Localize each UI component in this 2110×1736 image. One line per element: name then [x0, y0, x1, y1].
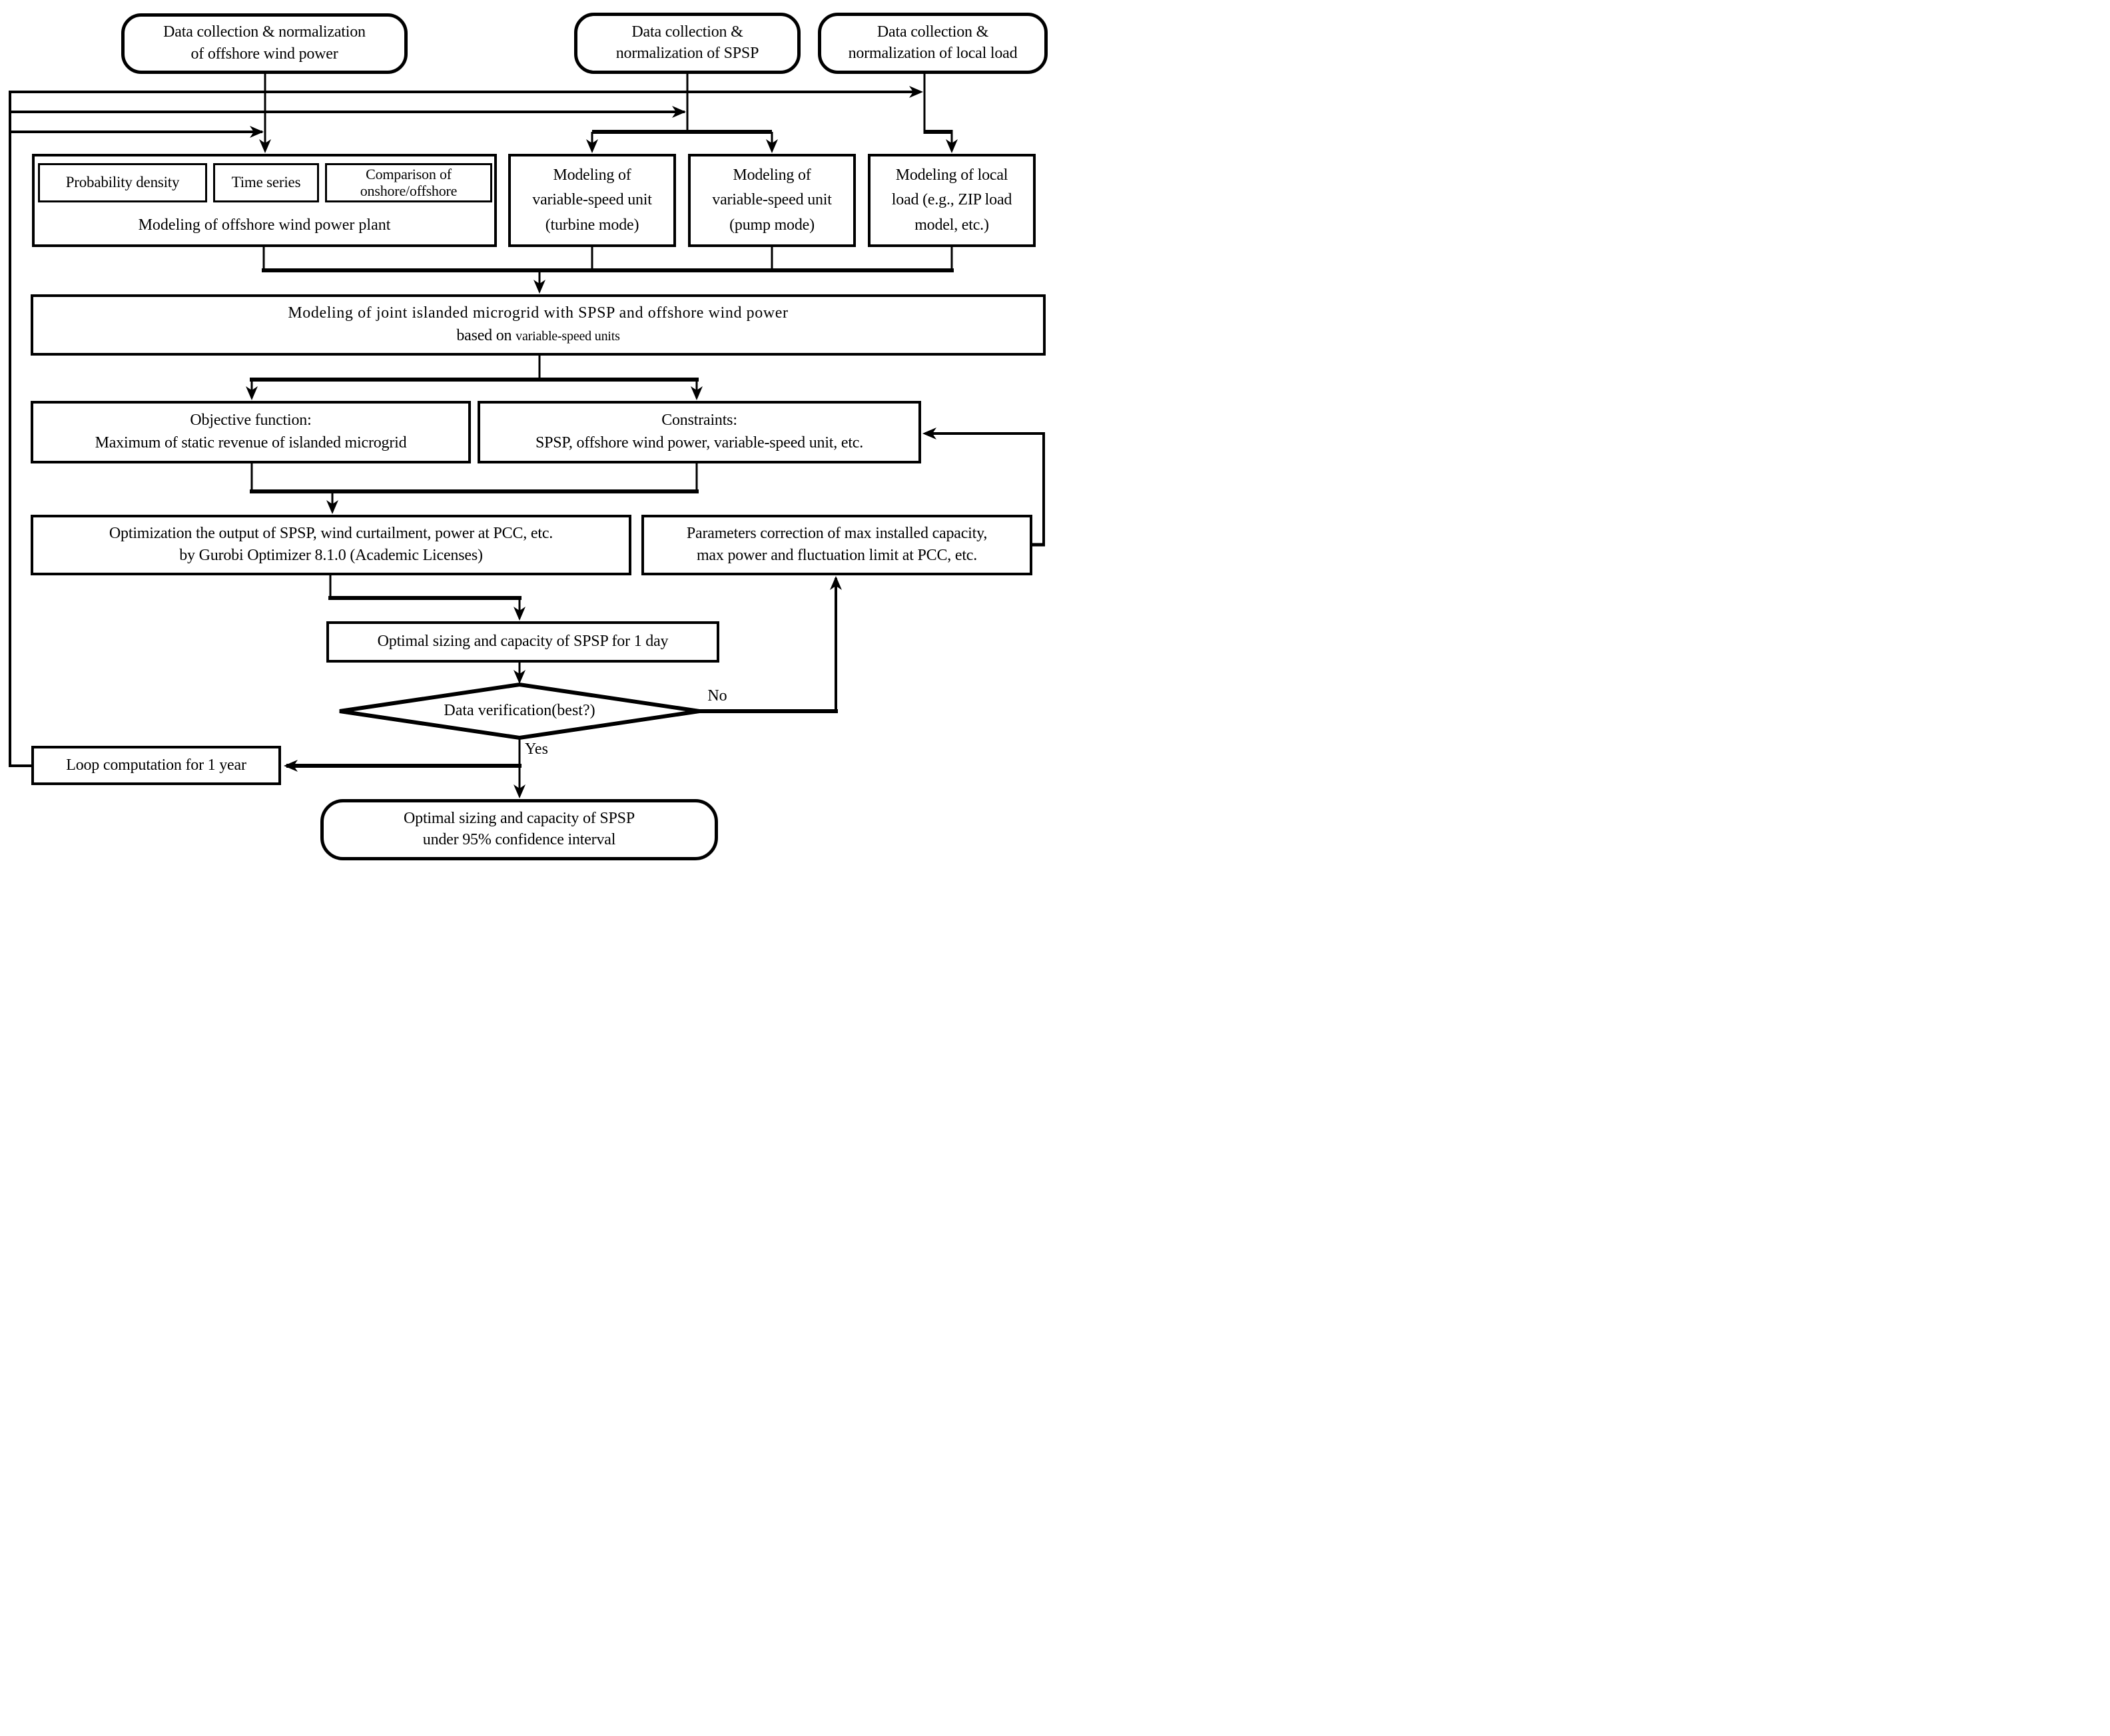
terminal-text: Data collection & — [631, 23, 743, 41]
box-text: Optimal sizing and capacity of SPSP for … — [377, 633, 669, 651]
arrowhead-no-parameters — [830, 576, 842, 590]
box-modeling-pump-mode: Modeling of variable-speed unit (pump mo… — [688, 154, 856, 247]
box-text: by Gurobi Optimizer 8.1.0 (Academic Lice… — [179, 547, 483, 565]
arrowhead-windplant — [259, 139, 271, 153]
box-constraints: Constraints: SPSP, offshore wind power, … — [478, 401, 921, 463]
terminal-data-offshore-wind: Data collection & normalization of offsh… — [121, 13, 408, 74]
box-text: Probability density — [65, 174, 180, 191]
arrowhead-joint — [533, 280, 545, 294]
flowchart-canvas: Data collection & normalization of offsh… — [0, 0, 1055, 868]
box-parameters-correction: Parameters correction of max installed c… — [641, 515, 1032, 575]
terminal-text: Data collection & — [877, 23, 989, 41]
terminal-text: of offshore wind power — [190, 45, 338, 63]
terminal-text: Data collection & normalization — [163, 23, 366, 41]
arrowhead-turbine — [586, 139, 598, 153]
box-probability-density: Probability density — [38, 163, 207, 202]
terminal-final-optimal-sizing: Optimal sizing and capacity of SPSP unde… — [320, 799, 718, 860]
box-text: Modeling of joint islanded microgrid wit… — [288, 304, 789, 322]
box-text: based on variable-speed units — [456, 327, 620, 345]
arrowhead-decision — [514, 670, 526, 684]
box-modeling-turbine-mode: Modeling of variable-speed unit (turbine… — [508, 154, 676, 247]
arrowhead-objective — [246, 386, 258, 400]
box-joint-microgrid-modeling: Modeling of joint islanded microgrid wit… — [31, 294, 1046, 356]
terminal-text: normalization of local load — [848, 45, 1018, 63]
box-time-series: Time series — [213, 163, 319, 202]
arrowhead-final — [514, 784, 526, 798]
arrowhead-local-load — [946, 139, 958, 153]
terminal-data-spsp: Data collection & normalization of SPSP — [574, 13, 801, 74]
decision-yes-label: Yes — [525, 740, 548, 758]
terminal-text: normalization of SPSP — [615, 45, 759, 63]
box-text: Time series — [231, 174, 301, 191]
arrowhead-pump — [766, 139, 778, 153]
box-text: max power and fluctuation limit at PCC, … — [696, 547, 978, 565]
arrowhead-to-local-load — [909, 86, 923, 98]
arrowhead-constraints — [691, 386, 703, 400]
box-modeling-local-load: Modeling of local load (e.g., ZIP load m… — [868, 154, 1036, 247]
box-text: Modeling of local load (e.g., ZIP load m… — [891, 166, 1012, 234]
box-text: SPSP, offshore wind power, variable-spee… — [535, 434, 864, 452]
flow-connectors — [9, 74, 1045, 798]
box-text: Modeling of variable-speed unit (pump mo… — [712, 166, 832, 234]
terminal-text: under 95% confidence interval — [422, 831, 616, 849]
box-optimization-gurobi: Optimization the output of SPSP, wind cu… — [31, 515, 631, 575]
box-text: Maximum of static revenue of islanded mi… — [95, 434, 407, 452]
label-modeling-offshore-wind-plant: Modeling of offshore wind power plant — [138, 216, 391, 234]
box-text: Constraints: — [661, 412, 737, 430]
arrowhead-feedback-constraints — [922, 428, 936, 439]
box-text: Loop computation for 1 year — [66, 756, 246, 774]
box-objective-function: Objective function: Maximum of static re… — [31, 401, 471, 463]
arrowhead-to-spsp — [672, 106, 686, 118]
box-text: Modeling of variable-speed unit (turbine… — [532, 166, 652, 234]
box-optimal-sizing-1-day: Optimal sizing and capacity of SPSP for … — [326, 621, 719, 663]
box-text: Optimization the output of SPSP, wind cu… — [109, 525, 553, 543]
arrowhead-loop — [284, 760, 298, 772]
decision-diamond-shape — [339, 682, 700, 740]
box-loop-computation: Loop computation for 1 year — [31, 746, 281, 785]
arrowhead-optimization — [326, 500, 338, 514]
terminal-data-local-load: Data collection & normalization of local… — [818, 13, 1048, 74]
box-comparison-onshore-offshore: Comparison of onshore/offshore — [325, 163, 492, 202]
box-text: Objective function: — [190, 412, 312, 430]
decision-no-label: No — [707, 687, 727, 705]
decision-data-verification: Data verification(best?) — [444, 702, 595, 719]
box-text: Comparison of onshore/offshore — [360, 165, 458, 199]
terminal-text: Optimal sizing and capacity of SPSP — [404, 809, 635, 827]
box-text: Parameters correction of max installed c… — [686, 525, 988, 543]
arrowhead-to-wind — [250, 126, 264, 138]
arrowhead-sizing — [514, 607, 526, 621]
